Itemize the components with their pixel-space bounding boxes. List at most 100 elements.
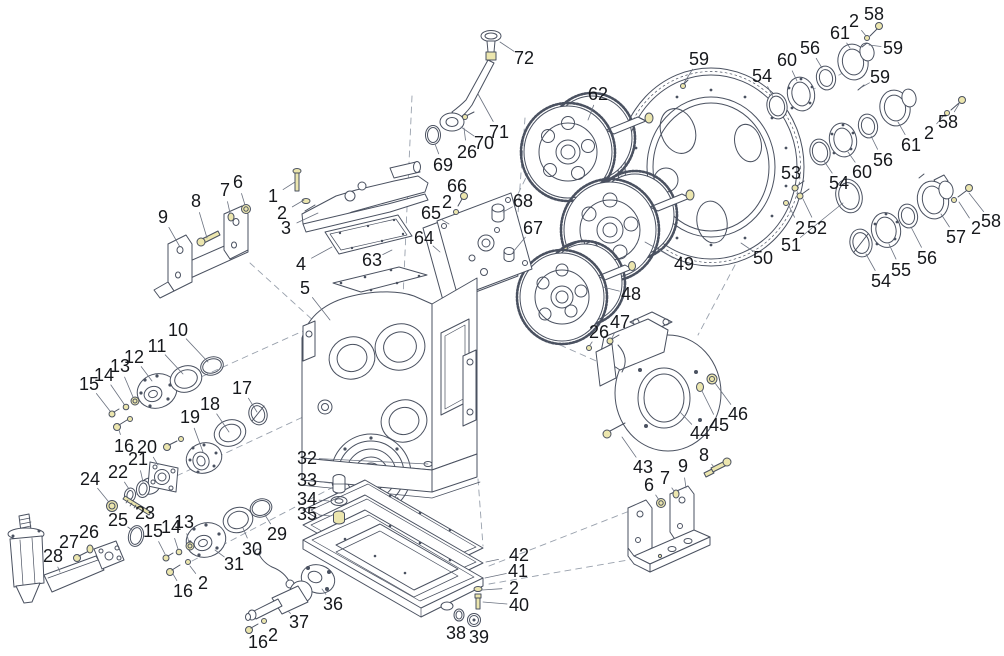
callout-7[interactable]: 7 <box>660 468 670 488</box>
callout-26[interactable]: 26 <box>457 142 477 162</box>
callout-60[interactable]: 60 <box>852 162 872 182</box>
callout-31[interactable]: 31 <box>224 554 244 574</box>
callout-13[interactable]: 13 <box>110 356 130 376</box>
callout-48[interactable]: 48 <box>621 284 641 304</box>
callout-5[interactable]: 5 <box>300 278 310 298</box>
callout-2[interactable]: 2 <box>924 123 934 143</box>
callout-60[interactable]: 60 <box>777 50 797 70</box>
callout-9[interactable]: 9 <box>158 207 168 227</box>
callout-2[interactable]: 2 <box>277 203 287 223</box>
callout-2[interactable]: 2 <box>971 218 981 238</box>
callout-43[interactable]: 43 <box>633 457 653 477</box>
callout-26[interactable]: 26 <box>79 522 99 542</box>
callout-24[interactable]: 24 <box>80 469 100 489</box>
callout-26[interactable]: 26 <box>589 322 609 342</box>
callout-27[interactable]: 27 <box>59 532 79 552</box>
callout-58[interactable]: 58 <box>864 4 884 24</box>
callout-68[interactable]: 68 <box>513 191 533 211</box>
callout-37[interactable]: 37 <box>289 612 309 632</box>
callout-25[interactable]: 25 <box>108 510 128 530</box>
callout-2[interactable]: 2 <box>198 573 208 593</box>
callout-9[interactable]: 9 <box>678 456 688 476</box>
callout-16[interactable]: 16 <box>248 632 268 652</box>
callout-12[interactable]: 12 <box>124 347 144 367</box>
callout-19[interactable]: 19 <box>180 407 200 427</box>
callout-2[interactable]: 2 <box>795 218 805 238</box>
callout-67[interactable]: 67 <box>523 218 543 238</box>
callout-2[interactable]: 2 <box>268 625 278 645</box>
callout-52[interactable]: 52 <box>807 218 827 238</box>
callout-23[interactable]: 23 <box>135 503 155 523</box>
callout-2[interactable]: 2 <box>442 192 452 212</box>
callout-2[interactable]: 2 <box>509 578 519 598</box>
callout-34[interactable]: 34 <box>297 489 317 509</box>
callout-69[interactable]: 69 <box>433 155 453 175</box>
callout-71[interactable]: 71 <box>489 122 509 142</box>
callout-54[interactable]: 54 <box>829 173 849 193</box>
callout-15[interactable]: 15 <box>79 374 99 394</box>
callout-33[interactable]: 33 <box>297 470 317 490</box>
callout-7[interactable]: 7 <box>220 180 230 200</box>
callout-35[interactable]: 35 <box>297 504 317 524</box>
callout-44[interactable]: 44 <box>690 423 710 443</box>
callout-4[interactable]: 4 <box>296 254 306 274</box>
callout-55[interactable]: 55 <box>891 260 911 280</box>
callout-14[interactable]: 14 <box>161 517 181 537</box>
callout-17[interactable]: 17 <box>232 378 252 398</box>
callout-65[interactable]: 65 <box>421 203 441 223</box>
callout-59[interactable]: 59 <box>883 38 903 58</box>
callout-2[interactable]: 2 <box>849 11 859 31</box>
callout-49[interactable]: 49 <box>674 254 694 274</box>
callout-29[interactable]: 29 <box>267 524 287 544</box>
callout-62[interactable]: 62 <box>588 84 608 104</box>
callout-6[interactable]: 6 <box>233 172 243 192</box>
callout-39[interactable]: 39 <box>469 627 489 647</box>
callout-58[interactable]: 58 <box>938 112 958 132</box>
callout-15[interactable]: 15 <box>143 521 163 541</box>
callout-6[interactable]: 6 <box>644 475 654 495</box>
callout-16[interactable]: 16 <box>114 436 134 456</box>
callout-22[interactable]: 22 <box>108 462 128 482</box>
callout-54[interactable]: 54 <box>752 66 772 86</box>
callout-64[interactable]: 64 <box>414 228 434 248</box>
callout-13[interactable]: 13 <box>174 512 194 532</box>
callout-32[interactable]: 32 <box>297 448 317 468</box>
callout-20[interactable]: 20 <box>137 437 157 457</box>
callout-63[interactable]: 63 <box>362 250 382 270</box>
callout-10[interactable]: 10 <box>168 320 188 340</box>
callout-61[interactable]: 61 <box>901 135 921 155</box>
callout-41[interactable]: 41 <box>508 561 528 581</box>
callout-57[interactable]: 57 <box>946 227 966 247</box>
callout-59[interactable]: 59 <box>870 67 890 87</box>
callout-14[interactable]: 14 <box>94 365 114 385</box>
callout-46[interactable]: 46 <box>728 404 748 424</box>
callout-72[interactable]: 72 <box>514 48 534 68</box>
callout-11[interactable]: 11 <box>148 336 167 356</box>
callout-58[interactable]: 58 <box>981 211 1001 231</box>
callout-21[interactable]: 21 <box>128 449 148 469</box>
callout-38[interactable]: 38 <box>446 623 466 643</box>
callout-66[interactable]: 66 <box>447 176 467 196</box>
callout-47[interactable]: 47 <box>610 312 630 332</box>
callout-50[interactable]: 50 <box>753 248 773 268</box>
callout-8[interactable]: 8 <box>699 445 709 465</box>
callout-16[interactable]: 16 <box>173 581 193 601</box>
callout-45[interactable]: 45 <box>709 415 729 435</box>
callout-28[interactable]: 28 <box>43 546 63 566</box>
callout-53[interactable]: 53 <box>781 163 801 183</box>
callout-51[interactable]: 51 <box>781 235 801 255</box>
callout-3[interactable]: 3 <box>281 218 291 238</box>
callout-40[interactable]: 40 <box>509 595 529 615</box>
callout-18[interactable]: 18 <box>200 394 220 414</box>
callout-42[interactable]: 42 <box>509 545 529 565</box>
callout-30[interactable]: 30 <box>242 539 262 559</box>
callout-8[interactable]: 8 <box>191 191 201 211</box>
callout-56[interactable]: 56 <box>800 38 820 58</box>
callout-54[interactable]: 54 <box>871 271 891 291</box>
callout-61[interactable]: 61 <box>830 23 850 43</box>
callout-1[interactable]: 1 <box>268 186 278 206</box>
callout-36[interactable]: 36 <box>323 594 343 614</box>
callout-56[interactable]: 56 <box>917 248 937 268</box>
callout-70[interactable]: 70 <box>474 133 494 153</box>
callout-56[interactable]: 56 <box>873 150 893 170</box>
